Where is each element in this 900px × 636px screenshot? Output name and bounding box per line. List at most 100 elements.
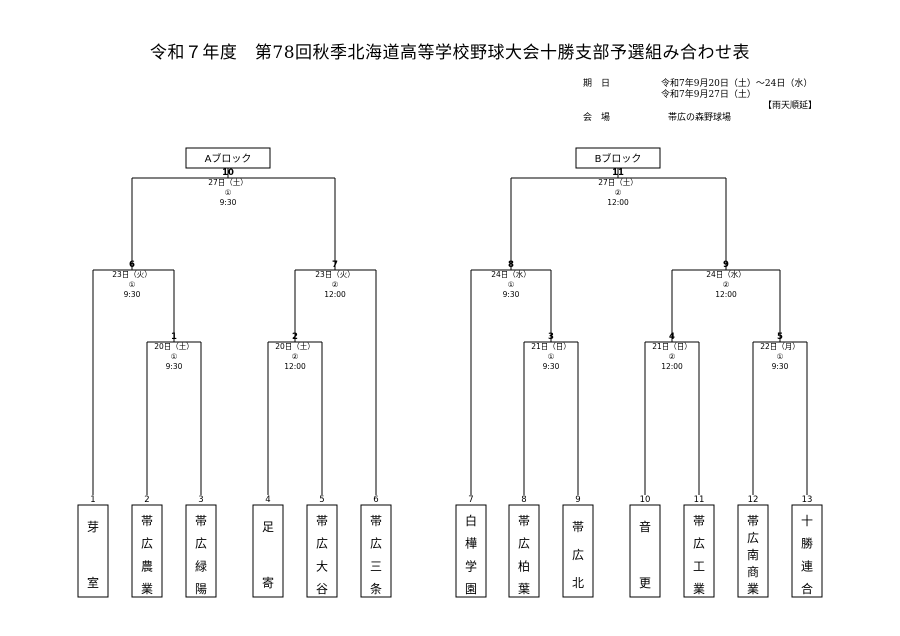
team-name: 芽室 bbox=[87, 520, 99, 590]
match-number: 5 bbox=[777, 332, 783, 342]
match-date: 23日（火） bbox=[315, 270, 355, 279]
match-number: 10 bbox=[222, 168, 234, 178]
match-date: 21日（日） bbox=[531, 342, 571, 351]
team-seed: 7 bbox=[468, 495, 473, 505]
team-seed: 11 bbox=[694, 495, 705, 505]
match-number: 9 bbox=[723, 260, 729, 270]
team-box bbox=[252, 504, 284, 598]
match-time: 9:30 bbox=[772, 362, 789, 371]
match-number: 8 bbox=[508, 260, 514, 270]
team-name: 帯広三条 bbox=[370, 514, 382, 596]
match-order: ① bbox=[129, 280, 136, 289]
match-date: 22日（月） bbox=[760, 342, 800, 351]
team-name: 帯広大谷 bbox=[316, 514, 328, 596]
match-time: 12:00 bbox=[661, 362, 683, 371]
rain-note: 【雨天順延】 bbox=[763, 101, 818, 111]
team-slot-7: 7 白樺学園 bbox=[455, 495, 487, 598]
match-number: 7 bbox=[332, 260, 338, 270]
team-box bbox=[306, 504, 338, 598]
team-seed: 1 bbox=[90, 495, 95, 505]
match-order: ② bbox=[292, 352, 299, 361]
block-b-box bbox=[575, 147, 661, 169]
team-seed: 3 bbox=[198, 495, 203, 505]
team-box bbox=[737, 504, 769, 598]
team-seed: 5 bbox=[319, 495, 324, 505]
block-b-header: Bブロック bbox=[575, 147, 661, 169]
venue-label: 会 場 bbox=[583, 113, 611, 123]
match-date: 24日（水） bbox=[491, 269, 531, 279]
block-a-label: Aブロック bbox=[205, 152, 252, 165]
block-a-header: Aブロック bbox=[185, 147, 271, 169]
team-name: 帯広工業 bbox=[693, 514, 705, 596]
match-number: 2 bbox=[292, 332, 298, 342]
team-box bbox=[683, 504, 715, 598]
team-name: 白樺学園 bbox=[465, 513, 477, 596]
team-seed: 9 bbox=[575, 495, 580, 505]
team-box bbox=[455, 504, 487, 598]
match-time: 9:30 bbox=[543, 362, 560, 371]
team-name: 音更 bbox=[639, 519, 651, 590]
bracket-lines bbox=[92, 168, 808, 495]
team-box bbox=[629, 504, 661, 598]
team-slot-12: 12 帯広南商業 bbox=[737, 495, 769, 598]
team-box bbox=[185, 504, 217, 598]
match-order: ① bbox=[225, 188, 232, 197]
team-box bbox=[508, 504, 540, 598]
team-name: 帯広南商業 bbox=[747, 514, 759, 596]
match-order: ② bbox=[615, 188, 622, 197]
page-title: 令和７年度 第78回秋季北海道高等学校野球大会十勝支部予選組み合わせ表 bbox=[149, 43, 751, 63]
match-order: ① bbox=[171, 352, 178, 361]
match-labels: 120日（土）①9:30220日（土）②12:00321日（日）①9:30421… bbox=[112, 168, 800, 371]
match-date: 21日（日） bbox=[652, 342, 692, 351]
match-date: 20日（土） bbox=[154, 341, 194, 351]
match-time: 12:00 bbox=[284, 362, 306, 371]
match-date: 20日（土） bbox=[275, 341, 315, 351]
date-label: 期 日 bbox=[583, 79, 611, 89]
match-date: 27日（土） bbox=[598, 177, 638, 187]
match-order: ① bbox=[548, 352, 555, 361]
match-order: ① bbox=[508, 280, 515, 289]
team-seed: 2 bbox=[144, 495, 149, 505]
date-line-1: 令和7年9月20日（土）～24日（水） bbox=[661, 79, 813, 89]
team-slot-8: 8 帯広柏葉 bbox=[508, 495, 540, 598]
team-box bbox=[562, 504, 594, 598]
match-number: 1 bbox=[171, 332, 177, 342]
date-line-2: 令和7年9月27日（土） bbox=[661, 90, 756, 100]
match-time: 12:00 bbox=[715, 290, 737, 299]
team-slot-4: 4足寄 bbox=[252, 495, 284, 598]
match-number: 3 bbox=[548, 332, 554, 342]
match-order: ② bbox=[332, 280, 339, 289]
team-slots: 1芽室2帯広農業3帯広緑陽4足寄5帯広大谷6帯広三条7白樺学園8帯広柏葉9帯広北… bbox=[77, 495, 823, 598]
team-seed: 12 bbox=[748, 495, 759, 505]
block-b-label: Bブロック bbox=[595, 152, 642, 165]
team-slot-1: 1 芽室 bbox=[77, 495, 109, 598]
match-date: 23日（火） bbox=[112, 270, 152, 279]
team-seed: 8 bbox=[521, 495, 526, 505]
match-date: 24日（水） bbox=[706, 269, 746, 279]
block-a-box bbox=[185, 147, 271, 169]
team-name: 帯広緑陽 bbox=[195, 514, 207, 596]
team-name: 十勝連合 bbox=[801, 514, 813, 596]
match-number: 4 bbox=[669, 332, 675, 342]
team-seed: 4 bbox=[265, 495, 270, 505]
venue: 帯広の森野球場 bbox=[668, 113, 732, 123]
team-name: 帯広柏葉 bbox=[518, 514, 530, 596]
match-order: ② bbox=[723, 280, 730, 289]
team-box bbox=[360, 504, 392, 598]
team-box bbox=[77, 504, 109, 598]
